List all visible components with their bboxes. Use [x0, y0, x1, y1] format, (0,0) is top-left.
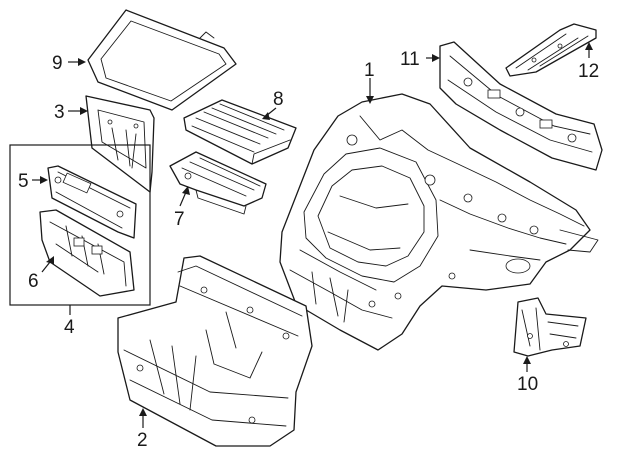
leader-3 — [68, 107, 88, 115]
leader-9 — [68, 58, 86, 66]
callout-4: 4 — [64, 317, 75, 338]
part-10-bracket[interactable] — [513, 297, 587, 357]
part-11-cowl-panel[interactable] — [439, 41, 603, 171]
leader-11 — [426, 54, 440, 62]
part-6-lower-panel[interactable] — [39, 209, 135, 297]
callout-3: 3 — [54, 102, 65, 123]
leader-7 — [179, 186, 190, 207]
part-3-panel[interactable] — [85, 95, 155, 193]
part-5-cross-member[interactable] — [47, 165, 137, 239]
group-4-box — [9, 144, 151, 306]
callout-9: 9 — [52, 53, 63, 74]
part-1-front-structure[interactable] — [279, 93, 599, 351]
leader-2 — [139, 408, 147, 428]
callout-7: 7 — [174, 209, 185, 230]
callout-12: 12 — [578, 61, 599, 82]
callout-6: 6 — [28, 271, 39, 292]
part-9-glass-panel[interactable] — [87, 9, 237, 111]
callout-5: 5 — [18, 171, 29, 192]
part-8-ribbed-tray[interactable] — [183, 99, 297, 165]
callout-1: 1 — [364, 60, 375, 81]
callout-8: 8 — [273, 89, 284, 110]
callout-10: 10 — [517, 374, 538, 395]
part-2-lower-support[interactable] — [117, 255, 313, 447]
callout-2: 2 — [137, 430, 148, 451]
part-7-lower-tray[interactable] — [169, 151, 267, 215]
leader-5 — [32, 176, 48, 184]
leader-6 — [41, 256, 54, 273]
leader-10 — [523, 356, 531, 372]
leader-8 — [262, 107, 277, 120]
callout-11: 11 — [400, 49, 420, 70]
leader-1 — [366, 78, 374, 104]
part-12-reinforcement[interactable] — [505, 23, 597, 77]
leader-12 — [585, 42, 593, 58]
